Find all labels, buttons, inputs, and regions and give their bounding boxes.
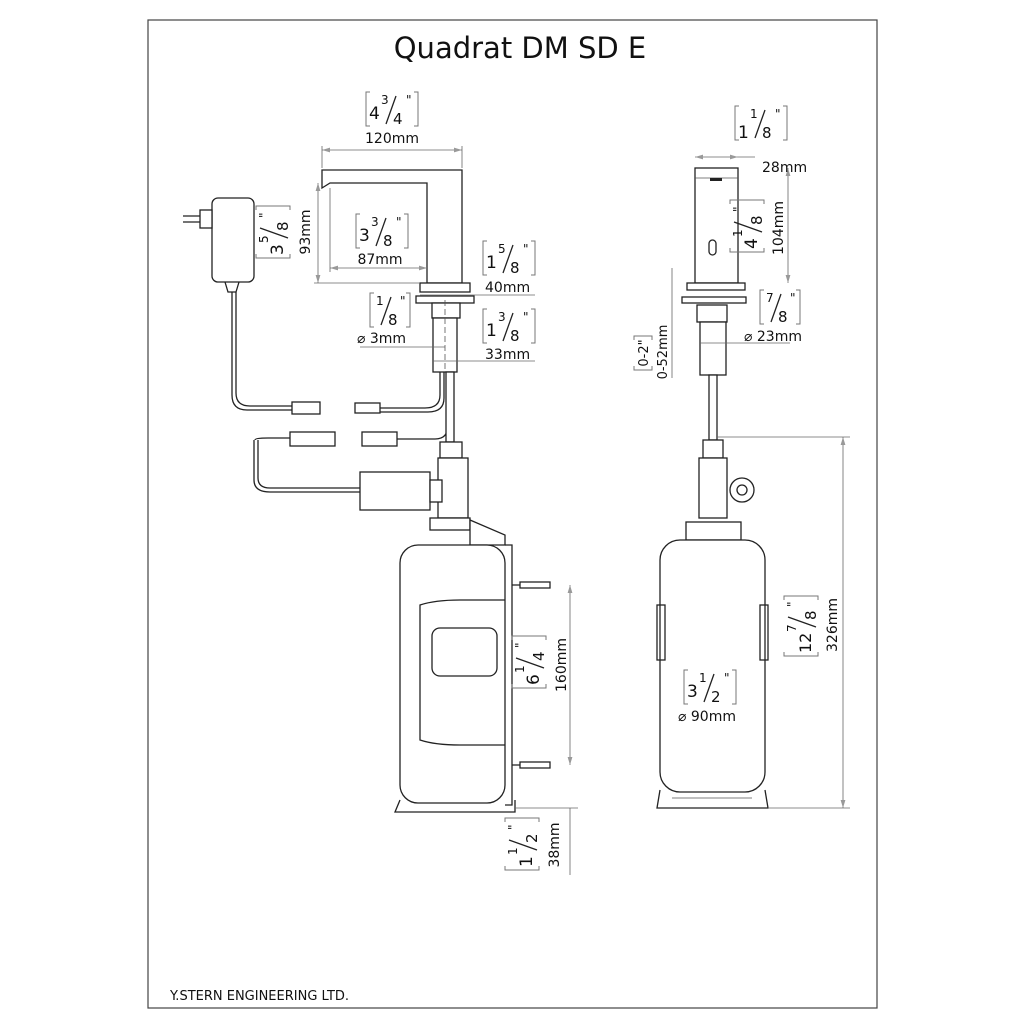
svg-text:8: 8 bbox=[778, 308, 788, 326]
svg-text:3: 3 bbox=[371, 215, 379, 229]
power-adapter bbox=[183, 197, 255, 293]
dim-base-offset-mm: 38mm bbox=[547, 822, 563, 867]
dim-head-height-inch: 4 1 8 " bbox=[729, 199, 766, 253]
svg-text:3: 3 bbox=[359, 226, 370, 246]
solenoid-box bbox=[359, 471, 431, 511]
svg-text:1: 1 bbox=[513, 665, 527, 673]
svg-text:": " bbox=[513, 642, 527, 648]
faucet-front-view bbox=[681, 167, 755, 541]
svg-text:12: 12 bbox=[796, 633, 815, 653]
company-name: Y.STERN ENGINEERING LTD. bbox=[169, 989, 349, 1004]
svg-text:1: 1 bbox=[517, 856, 537, 867]
soap-bottle-front-view bbox=[656, 539, 769, 809]
svg-text:": " bbox=[400, 294, 406, 308]
svg-text:": " bbox=[523, 242, 529, 256]
dim-mount-spacing-inch: 6 1 4 " bbox=[511, 635, 548, 689]
dim-spout-length-inch: 4 3 4 " bbox=[365, 91, 419, 128]
drawing-title: Quadrat DM SD E bbox=[394, 31, 647, 65]
dim-spout-height-inch: 3 5 8 " bbox=[255, 205, 292, 259]
svg-text:1: 1 bbox=[486, 253, 497, 273]
svg-text:3: 3 bbox=[498, 310, 506, 324]
dim-total-height-inch: 12 7 8 " bbox=[783, 595, 820, 657]
dim-flange-width-inch: 1 5 8 " bbox=[482, 240, 536, 277]
svg-text:8: 8 bbox=[748, 215, 766, 225]
svg-text:4: 4 bbox=[530, 651, 548, 661]
dim-shank-dia-mm: ⌀ 23mm bbox=[744, 329, 802, 345]
dim-total-height-mm: 326mm bbox=[825, 598, 841, 652]
dim-hole-dia-inch: 1 8 " bbox=[369, 292, 411, 329]
svg-text:8: 8 bbox=[274, 221, 292, 231]
svg-text:": " bbox=[731, 206, 745, 212]
dim-head-width-inch: 1 1 8 " bbox=[734, 105, 788, 143]
dim-base-offset-inch: 1 1 2 " bbox=[504, 817, 541, 871]
faucet-side-view bbox=[321, 169, 475, 531]
dim-counter-thickness-inch: 0-2" bbox=[637, 339, 652, 366]
drawing-frame bbox=[147, 19, 878, 1009]
dimension-lines bbox=[314, 146, 850, 875]
svg-text:": " bbox=[790, 291, 796, 305]
sensor-window-icon bbox=[708, 239, 717, 256]
svg-text:": " bbox=[785, 601, 799, 607]
dim-head-height-mm: 104mm bbox=[771, 201, 787, 255]
svg-text:5: 5 bbox=[498, 242, 506, 256]
dim-spout-height-mm: 93mm bbox=[298, 209, 314, 254]
dim-shank-width-mm: 33mm bbox=[485, 347, 530, 363]
sensor-connector bbox=[289, 431, 336, 447]
svg-text:1: 1 bbox=[376, 294, 384, 308]
svg-text:7: 7 bbox=[785, 624, 799, 632]
svg-text:8: 8 bbox=[802, 610, 820, 620]
svg-text:1: 1 bbox=[486, 321, 497, 341]
svg-text:": " bbox=[775, 107, 781, 121]
svg-text:": " bbox=[523, 310, 529, 324]
svg-text:8: 8 bbox=[388, 311, 398, 329]
svg-text:1: 1 bbox=[506, 847, 520, 855]
svg-text:": " bbox=[506, 824, 520, 830]
dim-bottle-dia-mm: ⌀ 90mm bbox=[678, 709, 736, 725]
svg-text:8: 8 bbox=[510, 259, 520, 277]
dim-shank-dia-inch: 7 8 " bbox=[759, 289, 801, 326]
svg-text:4: 4 bbox=[393, 110, 403, 128]
dim-mount-spacing-mm: 160mm bbox=[554, 638, 570, 692]
dim-counter-thickness-mm: 0-52mm bbox=[656, 325, 671, 380]
soap-bottle-side-view bbox=[394, 519, 551, 813]
dim-spout-length-mm: 120mm bbox=[365, 131, 419, 147]
svg-text:4: 4 bbox=[369, 104, 380, 124]
connector-socket bbox=[354, 402, 381, 414]
svg-text:": " bbox=[396, 215, 402, 229]
power-cable bbox=[231, 292, 449, 493]
dim-flange-width-mm: 40mm bbox=[485, 280, 530, 296]
svg-text:1: 1 bbox=[750, 107, 758, 121]
svg-text:4: 4 bbox=[742, 238, 762, 249]
dim-hole-dia-mm: ⌀ 3mm bbox=[357, 331, 406, 347]
svg-text:2: 2 bbox=[711, 688, 721, 706]
dim-spout-reach-inch: 3 3 8 " bbox=[355, 213, 409, 250]
svg-text:3: 3 bbox=[268, 244, 288, 255]
dim-shank-width-inch: 1 3 8 " bbox=[482, 308, 536, 345]
svg-text:8: 8 bbox=[762, 124, 772, 142]
svg-text:": " bbox=[406, 93, 412, 107]
svg-text:": " bbox=[724, 671, 730, 685]
svg-text:8: 8 bbox=[383, 232, 393, 250]
svg-text:": " bbox=[257, 212, 271, 218]
dim-spout-reach-mm: 87mm bbox=[357, 252, 402, 268]
dim-head-width-mm: 28mm bbox=[762, 160, 807, 176]
svg-text:3: 3 bbox=[687, 682, 698, 702]
svg-text:8: 8 bbox=[510, 327, 520, 345]
connector-plug bbox=[291, 401, 321, 415]
svg-text:6: 6 bbox=[524, 674, 544, 685]
dim-bottle-dia-inch: 3 1 2 " bbox=[683, 669, 737, 706]
svg-text:2: 2 bbox=[523, 833, 541, 843]
svg-text:1: 1 bbox=[731, 229, 745, 237]
svg-text:1: 1 bbox=[699, 671, 707, 685]
svg-text:5: 5 bbox=[257, 235, 271, 243]
svg-text:1: 1 bbox=[738, 123, 749, 143]
svg-text:7: 7 bbox=[766, 291, 774, 305]
svg-text:3: 3 bbox=[381, 93, 389, 107]
